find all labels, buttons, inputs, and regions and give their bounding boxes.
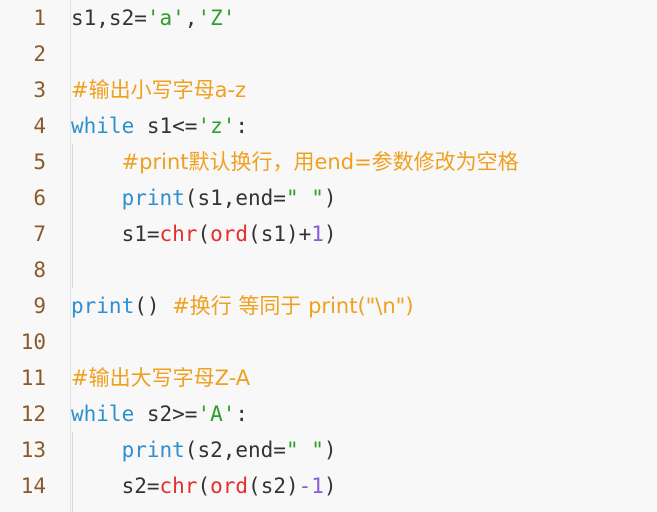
- code-text[interactable]: print(s2,end=" "): [71, 432, 337, 468]
- line-number: 5: [33, 150, 46, 174]
- code-token-string: " ": [285, 438, 324, 462]
- code-token-default: s1=: [71, 222, 160, 246]
- code-token-number: 1: [311, 222, 324, 246]
- code-token-default: (s2,end=: [184, 438, 286, 462]
- code-token-number: -1: [298, 474, 324, 498]
- code-token-keyword: print: [121, 186, 185, 210]
- code-line[interactable]: 9 print() #换行 等同于 print("\n"): [0, 288, 657, 324]
- line-number: 1: [33, 6, 46, 30]
- code-text[interactable]: s2=chr(ord(s2)-1): [71, 468, 337, 504]
- code-token-builtin-call: ord: [210, 474, 249, 498]
- code-token-default: [71, 150, 122, 174]
- code-token-default: ): [323, 474, 337, 498]
- code-line[interactable]: 1 s1,s2='a','Z': [0, 0, 657, 36]
- line-number: 14: [20, 474, 46, 498]
- line-number: 9: [33, 294, 46, 318]
- code-text[interactable]: s1=chr(ord(s1)+1): [71, 216, 337, 252]
- code-token-comment: #print默认换行，用end=参数修改为空格: [121, 150, 519, 174]
- code-token-comment: #输出大写字母Z-A: [71, 366, 251, 390]
- code-token-string: 'a': [146, 6, 185, 30]
- code-line[interactable]: 5 #print默认换行，用end=参数修改为空格: [0, 144, 657, 180]
- code-line[interactable]: 6 print(s1,end=" "): [0, 180, 657, 216]
- line-number: 2: [33, 42, 46, 66]
- code-text[interactable]: while s2>='A':: [71, 396, 248, 432]
- line-number: 3: [33, 78, 46, 102]
- code-text[interactable]: print(s1,end=" "): [71, 180, 337, 216]
- code-token-default: (: [197, 222, 211, 246]
- code-line[interactable]: 11 #输出大写字母Z-A: [0, 360, 657, 396]
- code-token-comment: #换行 等同于 print("\n"): [172, 294, 414, 318]
- line-number: 11: [20, 366, 46, 390]
- gutter-divider: [70, 0, 71, 512]
- code-token-string: " ": [285, 186, 324, 210]
- code-line[interactable]: 7 s1=chr(ord(s1)+1): [0, 216, 657, 252]
- code-token-default: s1,s2=: [71, 6, 147, 30]
- code-line[interactable]: 10: [0, 324, 657, 360]
- code-line[interactable]: 3 #输出小写字母a-z: [0, 72, 657, 108]
- code-token-keyword: while: [71, 114, 135, 138]
- code-token-default: (s1)+: [248, 222, 312, 246]
- code-token-string: 'z': [197, 114, 236, 138]
- code-token-default: s2=: [71, 474, 160, 498]
- code-token-default: ): [323, 186, 337, 210]
- code-text[interactable]: print() #换行 等同于 print("\n"): [71, 288, 414, 324]
- code-token-keyword: print: [71, 294, 135, 318]
- code-line[interactable]: 4 while s1<='z':: [0, 108, 657, 144]
- code-token-default: (: [197, 474, 211, 498]
- code-token-string: 'A': [197, 402, 236, 426]
- code-line[interactable]: 12 while s2>='A':: [0, 396, 657, 432]
- code-token-default: (s1,end=: [184, 186, 286, 210]
- code-line[interactable]: 8: [0, 252, 657, 288]
- line-number: 6: [33, 186, 46, 210]
- line-number: 7: [33, 222, 46, 246]
- code-token-default: ,: [184, 6, 198, 30]
- code-token-default: [71, 186, 122, 210]
- code-token-builtin-call: chr: [159, 474, 198, 498]
- indent-guide: [72, 144, 73, 288]
- code-token-default: s2>=: [134, 402, 198, 426]
- code-token-default: :: [235, 114, 249, 138]
- code-token-string: 'Z': [197, 6, 236, 30]
- line-number: 12: [20, 402, 46, 426]
- code-token-builtin-call: chr: [159, 222, 198, 246]
- code-line[interactable]: 2: [0, 36, 657, 72]
- code-token-comment: #输出小写字母a-z: [71, 78, 247, 102]
- line-number: 13: [20, 438, 46, 462]
- code-token-default: ): [323, 438, 337, 462]
- code-token-default: (): [134, 294, 173, 318]
- code-line[interactable]: 14 s2=chr(ord(s2)-1): [0, 468, 657, 504]
- line-number: 8: [33, 258, 46, 282]
- code-text[interactable]: while s1<='z':: [71, 108, 248, 144]
- code-token-default: ): [323, 222, 337, 246]
- code-token-builtin-call: ord: [210, 222, 249, 246]
- line-number: 10: [20, 330, 46, 354]
- code-text[interactable]: s1,s2='a','Z': [71, 0, 235, 36]
- code-token-default: [71, 438, 122, 462]
- line-number: 4: [33, 114, 46, 138]
- indent-guide: [72, 432, 73, 512]
- code-token-keyword: while: [71, 402, 135, 426]
- code-text[interactable]: #输出大写字母Z-A: [71, 360, 250, 396]
- code-line[interactable]: 13 print(s2,end=" "): [0, 432, 657, 468]
- code-text[interactable]: #print默认换行，用end=参数修改为空格: [71, 144, 519, 180]
- code-text[interactable]: #输出小写字母a-z: [71, 72, 246, 108]
- code-token-keyword: print: [121, 438, 185, 462]
- code-token-default: :: [235, 402, 249, 426]
- code-token-default: s1<=: [134, 114, 198, 138]
- code-token-default: (s2): [248, 474, 299, 498]
